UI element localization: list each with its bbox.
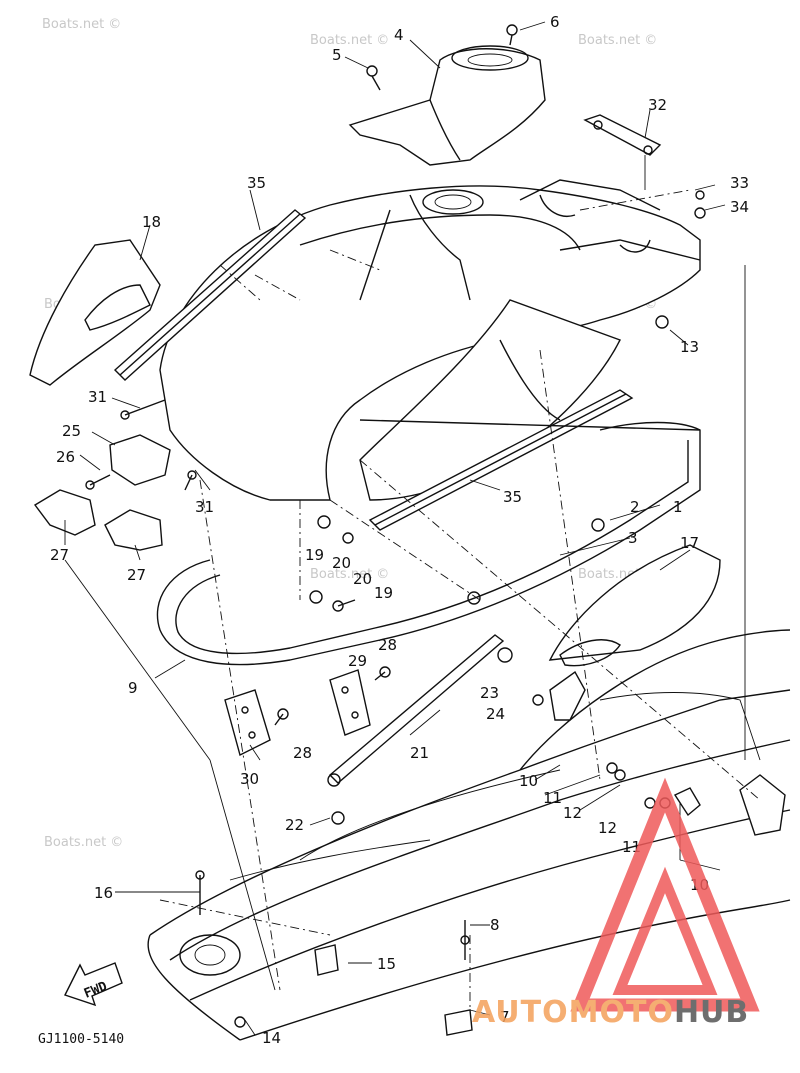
rear-bracket	[739, 774, 786, 836]
rail-35-upper	[113, 209, 307, 381]
leader-lines	[64, 21, 761, 1036]
fasteners	[85, 24, 706, 1036]
callout-7: 7	[500, 1008, 510, 1026]
part-25-block	[109, 434, 171, 486]
callout-12: 12	[598, 819, 617, 837]
hinge-27-left	[33, 489, 96, 536]
callout-1: 1	[673, 498, 683, 516]
callout-17: 17	[680, 534, 699, 552]
part-32-bracket	[583, 114, 662, 156]
callout-14: 14	[262, 1029, 281, 1047]
brand-triangle-inner-icon	[612, 866, 718, 995]
callout-10: 10	[519, 772, 538, 790]
callout-25: 25	[62, 422, 81, 440]
top-deck	[159, 179, 701, 501]
callout-6: 6	[550, 13, 560, 31]
watermark: Boats.net ©	[42, 17, 121, 32]
pump-cover	[179, 934, 241, 976]
callout-23: 23	[480, 684, 499, 702]
callout-19: 19	[305, 546, 324, 564]
callout-26: 26	[56, 448, 75, 466]
callout-3: 3	[628, 529, 638, 547]
brand-text: AUTOMOTOHUB	[472, 995, 749, 1030]
part-21-rod	[327, 634, 505, 787]
part-9-bumper	[156, 419, 701, 666]
callout-30: 30	[240, 770, 259, 788]
watermark: Boats.net ©	[310, 567, 389, 582]
callout-28: 28	[293, 744, 312, 762]
callout-28: 28	[378, 636, 397, 654]
callout-24: 24	[486, 705, 505, 723]
callout-34: 34	[730, 198, 749, 216]
callout-35: 35	[503, 488, 522, 506]
callout-20: 20	[332, 554, 351, 572]
callout-11: 11	[543, 789, 562, 807]
callout-29: 29	[348, 652, 367, 670]
callout-32: 32	[648, 96, 667, 114]
brand-moto: MOTO	[569, 995, 674, 1030]
callout-13: 13	[680, 338, 699, 356]
callout-12: 12	[563, 804, 582, 822]
callout-35: 35	[247, 174, 266, 192]
rail-35-lower	[368, 389, 634, 531]
diagram-code: GJ1100-5140	[38, 1032, 124, 1047]
fwd-arrow: FWD	[64, 962, 123, 1007]
callouts: 4 6 5 32 35 33 34 18 13 31 25 26 31 35 2…	[50, 13, 749, 1047]
part-18-cover	[29, 239, 161, 386]
callout-4: 4	[394, 26, 404, 44]
part-4-console	[348, 45, 546, 166]
hull-bottom	[147, 629, 791, 1041]
callout-27: 27	[127, 566, 146, 584]
brand-hub: HUB	[674, 995, 749, 1030]
callout-31: 31	[88, 388, 107, 406]
plate-29	[329, 669, 371, 736]
callout-5: 5	[332, 46, 342, 64]
watermark: Boats.net ©	[44, 835, 123, 850]
callout-8: 8	[490, 916, 500, 934]
part-17-seat	[548, 544, 721, 667]
brand-auto: AUTO	[472, 995, 569, 1030]
callout-19: 19	[374, 584, 393, 602]
callout-18: 18	[142, 213, 161, 231]
callout-16: 16	[94, 884, 113, 902]
callout-2: 2	[630, 498, 640, 516]
brand-triangle-icon	[570, 777, 760, 1012]
plate-30	[224, 689, 271, 757]
callout-33: 33	[730, 174, 749, 192]
watermark: Boats.net ©	[578, 33, 657, 48]
callout-31: 31	[195, 498, 214, 516]
callout-20: 20	[353, 570, 372, 588]
callout-27: 27	[50, 546, 69, 564]
brand-logo: AUTOMOTOHUB	[472, 777, 760, 1030]
callout-21: 21	[410, 744, 429, 762]
watermark: Boats.net ©	[310, 33, 389, 48]
callout-15: 15	[377, 955, 396, 973]
callout-22: 22	[285, 816, 304, 834]
hinge-27-right	[104, 509, 163, 551]
callout-9: 9	[128, 679, 138, 697]
